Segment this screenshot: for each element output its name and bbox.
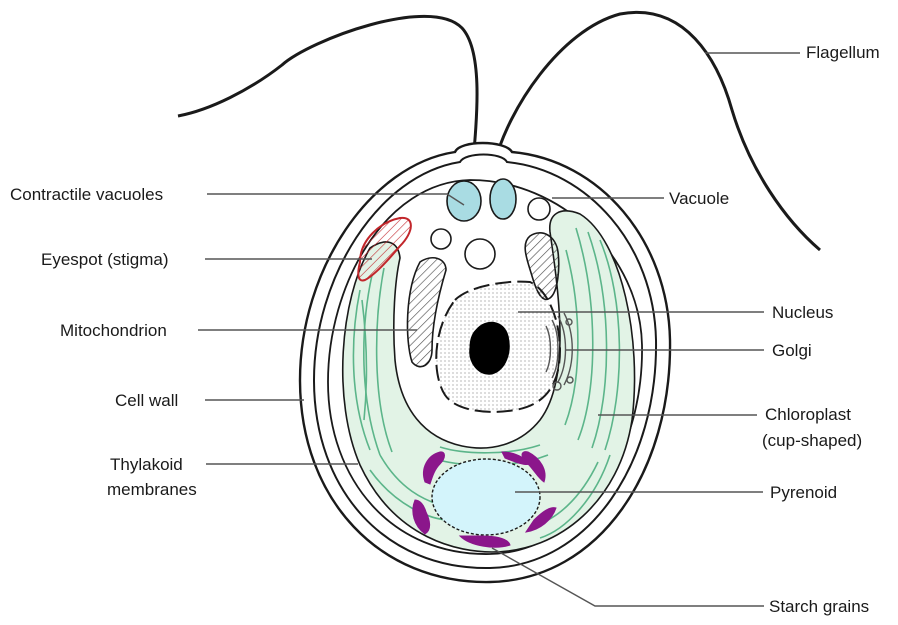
pyrenoid (432, 459, 540, 535)
label-cell-wall: Cell wall (115, 391, 178, 410)
label-thylakoid-membranes: membranes (107, 480, 197, 499)
label-chloroplast: Chloroplast (765, 405, 851, 424)
label-starch-grains: Starch grains (769, 597, 869, 616)
label-thylakoid: Thylakoid (110, 455, 183, 474)
flagellum-left (178, 16, 477, 162)
label-vacuole: Vacuole (669, 189, 729, 208)
label-eyespot: Eyespot (stigma) (41, 250, 169, 269)
nucleolus (470, 322, 509, 374)
label-chloroplast-shape: (cup-shaped) (762, 431, 862, 450)
label-golgi: Golgi (772, 341, 812, 360)
label-pyrenoid: Pyrenoid (770, 483, 837, 502)
vacuole-small (431, 229, 451, 249)
contractile-vacuole-left (447, 181, 481, 221)
label-nucleus: Nucleus (772, 303, 833, 322)
label-flagellum: Flagellum (806, 43, 880, 62)
label-mitochondrion: Mitochondrion (60, 321, 167, 340)
label-contractile-vacuoles: Contractile vacuoles (10, 185, 163, 204)
vacuole-medium (465, 239, 495, 269)
vacuole (528, 198, 550, 220)
contractile-vacuole-right (490, 179, 516, 219)
